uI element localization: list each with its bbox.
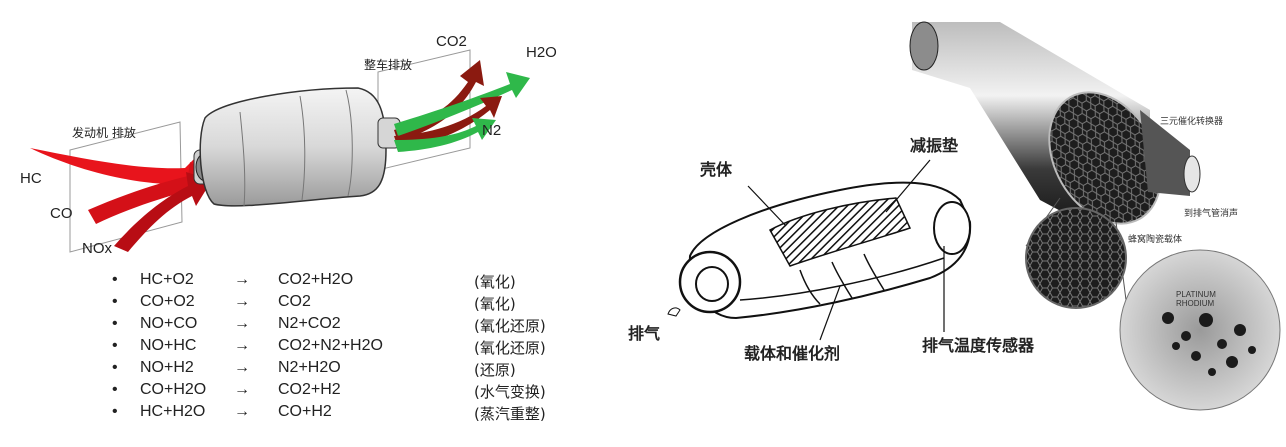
bullet: • <box>112 403 118 420</box>
reaction-type: (还原) <box>474 361 516 379</box>
reaction-type: (氧化) <box>474 273 516 291</box>
products: CO+H2 <box>278 403 332 420</box>
reaction-type: (氧化还原) <box>474 339 546 357</box>
products: CO2+N2+H2O <box>278 337 383 354</box>
reactants: NO+CO <box>140 315 198 332</box>
bullet: • <box>112 337 118 354</box>
engine-exhaust-label: 发动机 排放 <box>72 126 136 140</box>
arrow: → <box>234 403 250 420</box>
reactants: CO+H2O <box>140 381 207 398</box>
tailpipe-label: 整车排放 <box>364 58 413 72</box>
bullet: • <box>112 293 118 310</box>
products: CO2+H2O <box>278 271 354 288</box>
products: CO2 <box>278 293 311 310</box>
outlet-gas-arrows <box>394 60 530 152</box>
arrow: → <box>234 271 250 288</box>
bullet: • <box>112 381 118 398</box>
reactants: NO+H2 <box>140 359 194 376</box>
arrow: → <box>234 293 250 310</box>
reactants: HC+O2 <box>140 271 194 288</box>
products: N2+H2O <box>278 359 341 376</box>
label-shell: 壳体 <box>700 160 733 179</box>
bullet: • <box>112 359 118 376</box>
bullet: • <box>112 271 118 288</box>
arrow: → <box>234 337 250 354</box>
output-gas-n2: N2 <box>482 122 502 139</box>
arrow: → <box>234 359 250 376</box>
label-platinum-rhodium: PLATINUM RHODIUM <box>1176 290 1216 308</box>
products: CO2+H2 <box>278 381 341 398</box>
input-gas-co: CO <box>50 205 73 222</box>
reaction-type: (蒸汽重整) <box>474 405 546 423</box>
reactants: CO+O2 <box>140 293 195 310</box>
reaction-type: (氧化还原) <box>474 317 546 335</box>
output-gas-h2o: H2O <box>526 44 557 61</box>
engine-exhaust-frame <box>69 121 183 253</box>
output-gas-co2: CO2 <box>436 33 467 50</box>
inlet-gas-arrows <box>30 148 212 252</box>
label-substrate-catalyst: 载体和催化剂 <box>744 344 841 363</box>
bullet: • <box>112 315 118 332</box>
arrow: → <box>234 381 250 398</box>
input-gas-nox: NOx <box>82 240 112 257</box>
label-to-muffler: 到排气管消声 <box>1184 209 1239 219</box>
reactants: NO+HC <box>140 337 197 354</box>
pipe-rendering <box>909 21 1281 411</box>
reaction-type: (氧化) <box>474 295 516 313</box>
label-exhaust-temp-sensor: 排气温度传感器 <box>922 336 1035 355</box>
reactants: HC+H2O <box>140 403 206 420</box>
reaction-type: (水气变换) <box>474 383 546 401</box>
label-exhaust: 排气 <box>628 324 661 343</box>
products: N2+CO2 <box>278 315 341 332</box>
label-honeycomb-ceramic: 蜂窝陶瓷载体 <box>1128 235 1183 245</box>
arrow: → <box>234 315 250 332</box>
label-three-way-converter: 三元催化转换器 <box>1160 117 1224 127</box>
converter-drawing <box>667 159 972 341</box>
label-damping-pad: 减振垫 <box>910 136 959 155</box>
converter-can <box>193 87 401 207</box>
input-gas-hc: HC <box>20 170 42 187</box>
